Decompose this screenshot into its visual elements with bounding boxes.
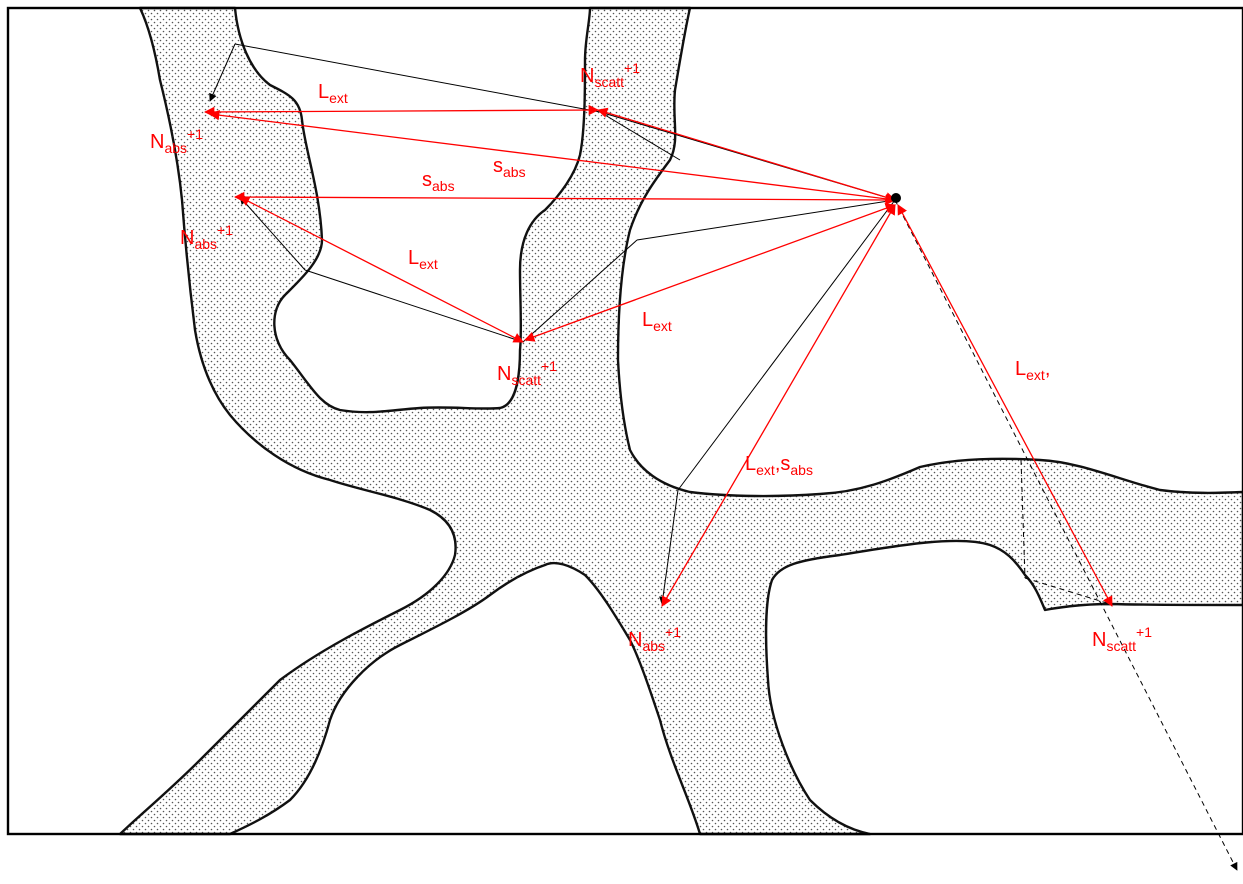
label-nscatt-mid: Nscatt+1 [497,358,557,388]
red-arrow-lext-sabs [661,204,896,607]
red-arrow-from-nscatt-top [597,107,896,203]
label-lext-top: Lext [318,81,348,106]
frame-border [6,6,1243,836]
labels: Lext Nscatt+1 Nabs+1 sabs sabs Nabs+1 Le… [150,60,1152,654]
red-arrows [203,104,1113,607]
black-path-6 [304,269,524,343]
solid-region [118,6,1243,836]
red-arrow-lext-mid [239,196,524,343]
solid-phase-network [118,6,1243,836]
black-path-2 [234,43,601,113]
label-lext-sabs: Lext,sabs [745,453,813,478]
label-nscatt-right: Nscatt+1 [1092,624,1152,654]
red-arrow-lext-far [897,204,1113,607]
label-nscatt-top: Nscatt+1 [580,60,640,90]
label-nabs-bottom: Nabs+1 [628,624,681,654]
label-lext-far: Lext, [1015,358,1050,383]
label-sabs-left: sabs [422,169,455,194]
black-path-9 [677,199,896,491]
source-point [891,193,901,203]
label-lext-right: Lext [642,309,672,334]
black-path-1 [209,43,236,102]
label-nabs-lower: Nabs+1 [180,222,233,252]
label-nabs-upper: Nabs+1 [150,126,203,156]
black-path-8 [636,199,896,241]
label-sabs-right: sabs [493,155,526,180]
label-lext-mid: Lext [408,247,438,272]
